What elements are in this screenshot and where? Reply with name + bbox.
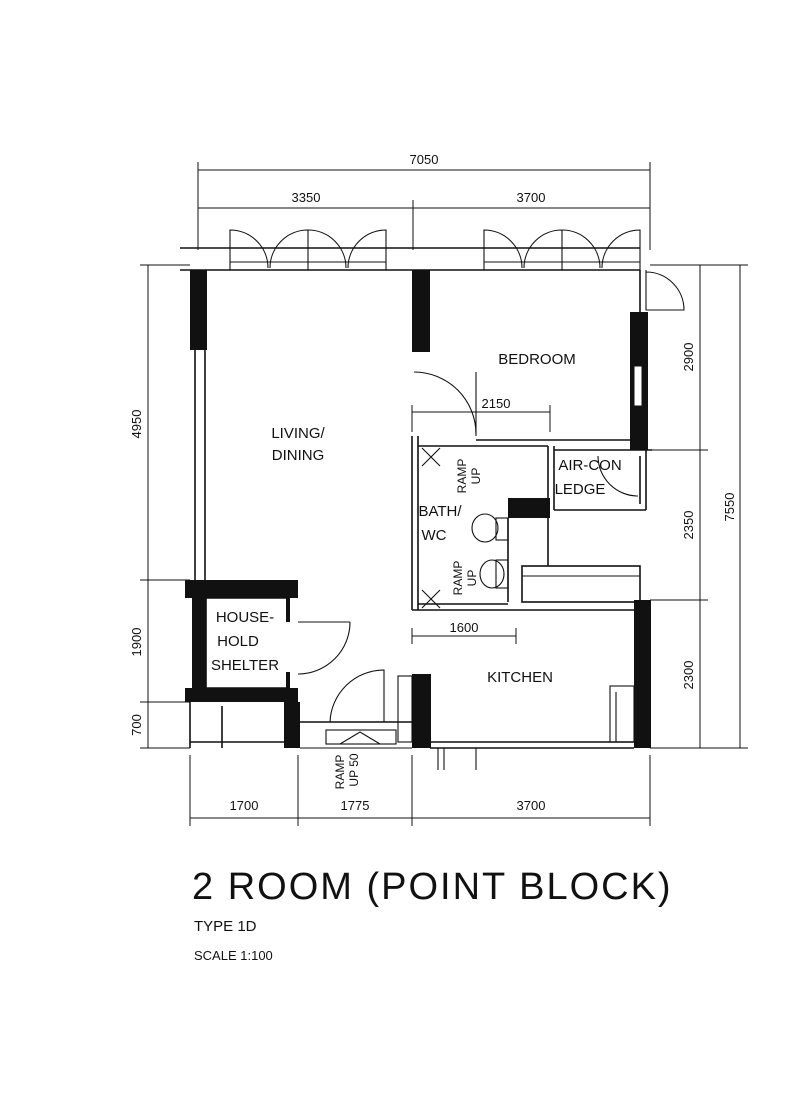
dim-bottom-middle: 1775: [341, 798, 370, 813]
ramp-bath-upper-line2: UP: [469, 468, 483, 485]
room-shelter-line1: HOUSE-: [216, 609, 274, 626]
entrance: [300, 669, 412, 749]
ramp-labels: RAMP UP RAMP UP RAMP UP 50: [333, 459, 483, 790]
left-dimensions: 4950 1900 700: [129, 264, 190, 749]
room-labels: BEDROOM LIVING/ DINING BATH/ WC AIR-CON …: [211, 351, 622, 686]
room-shelter-line3: SHELTER: [211, 657, 279, 674]
room-bedroom: BEDROOM: [498, 351, 576, 368]
right-dimensions: 2900 2350 2300 7550: [650, 264, 748, 749]
dim-left-upper: 4950: [129, 410, 144, 439]
top-windows: [229, 229, 685, 311]
dim-left-lower: 700: [129, 714, 144, 736]
room-living-line1: LIVING/: [271, 425, 325, 442]
ramp-entry-line1: RAMP: [333, 755, 347, 790]
dim-bottom-right: 3700: [517, 798, 546, 813]
dim-inner-kitchen: 1600: [450, 620, 479, 635]
dim-right-bath: 2350: [681, 511, 696, 540]
dim-left-middle: 1900: [129, 628, 144, 657]
plan-scale: SCALE 1:100: [194, 948, 273, 963]
room-shelter-line2: HOLD: [217, 633, 259, 650]
dim-right-bedroom: 2900: [681, 343, 696, 372]
ramp-bath-upper-line1: RAMP: [455, 459, 469, 494]
dim-bottom-left: 1700: [230, 798, 259, 813]
outer-walls: [180, 247, 651, 749]
household-shelter: [185, 580, 351, 748]
dim-right-kitchen: 2300: [681, 661, 696, 690]
plan-type: TYPE 1D: [194, 918, 257, 935]
dim-top-left: 3350: [292, 190, 321, 205]
ramp-bath-lower-line2: UP: [465, 570, 479, 587]
room-kitchen: KITCHEN: [487, 669, 553, 686]
bath-wc: [411, 436, 555, 610]
dim-top-total: 7050: [410, 152, 439, 167]
room-aircon-line1: AIR-CON: [558, 457, 621, 474]
aircon-ledge: [554, 449, 652, 511]
bottom-dimensions: 1700 1775 3700: [189, 755, 651, 826]
room-bath-line1: BATH/: [418, 503, 462, 520]
room-bath-line2: WC: [422, 527, 447, 544]
ramp-entry-line2: UP 50: [347, 753, 361, 786]
plan-title: 2 ROOM (POINT BLOCK): [192, 866, 673, 908]
dim-inner-bath: 2150: [482, 396, 511, 411]
kitchen: 1600: [397, 565, 641, 770]
room-living-line2: DINING: [272, 447, 325, 464]
top-dimensions: 7050 3350 3700: [197, 152, 651, 250]
ramp-bath-lower-line1: RAMP: [451, 561, 465, 596]
room-aircon-line2: LEDGE: [555, 481, 606, 498]
dim-right-total: 7550: [722, 493, 737, 522]
dim-top-right: 3700: [517, 190, 546, 205]
bedroom-partition: 2150: [411, 371, 630, 441]
